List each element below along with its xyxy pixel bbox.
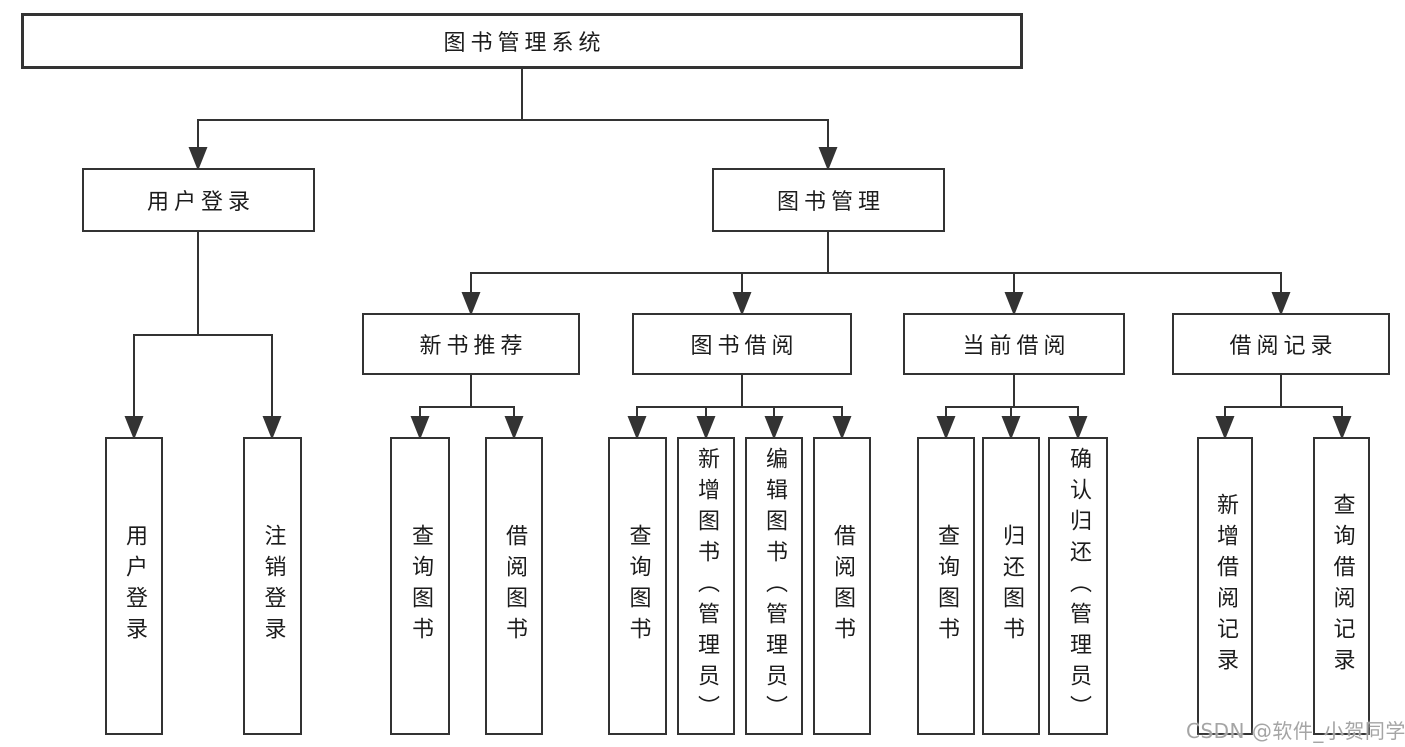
watermark: CSDN @软件_小贺同学 [1186, 719, 1405, 743]
node-book-management: 图书管理 [712, 168, 945, 232]
leaf-logout-label: 注销登录 [260, 524, 286, 648]
leaf-user-login: 用户登录 [105, 437, 163, 735]
leaf-borrow-query-book-label: 查询图书 [625, 524, 651, 648]
leaf-borrow-add-book-admin-label: 新增图书（管理员） [694, 446, 719, 726]
node-book-borrow-label: 图书借阅 [690, 334, 799, 359]
leaf-current-return-book-label: 归还图书 [999, 524, 1024, 648]
leaf-current-confirm-return-admin: 确认归还（管理员） [1048, 437, 1108, 735]
node-borrow-record: 借阅记录 [1172, 313, 1390, 375]
node-user-login-label: 用户登录 [146, 190, 255, 215]
leaf-record-query-label: 查询借阅记录 [1329, 493, 1355, 679]
node-new-book-recommend: 新书推荐 [362, 313, 580, 375]
node-borrow-record-label: 借阅记录 [1229, 334, 1338, 359]
node-root: 图书管理系统 [21, 13, 1023, 69]
leaf-borrow-borrow-book: 借阅图书 [813, 437, 871, 735]
leaf-recommend-query-book: 查询图书 [390, 437, 450, 735]
node-user-login: 用户登录 [82, 168, 315, 232]
leaf-record-add: 新增借阅记录 [1197, 437, 1253, 735]
leaf-recommend-borrow-book-label: 借阅图书 [502, 524, 527, 648]
leaf-borrow-edit-book-admin-label: 编辑图书（管理员） [762, 446, 787, 726]
node-new-book-recommend-label: 新书推荐 [419, 334, 528, 359]
leaf-recommend-query-book-label: 查询图书 [408, 524, 433, 648]
leaf-borrow-add-book-admin: 新增图书（管理员） [677, 437, 735, 735]
node-current-borrow-label: 当前借阅 [962, 334, 1071, 359]
leaf-current-confirm-return-admin-label: 确认归还（管理员） [1066, 446, 1091, 726]
leaf-current-query-book: 查询图书 [917, 437, 975, 735]
leaf-recommend-borrow-book: 借阅图书 [485, 437, 543, 735]
leaf-current-return-book: 归还图书 [982, 437, 1040, 735]
leaf-record-add-label: 新增借阅记录 [1213, 493, 1238, 679]
node-book-management-label: 图书管理 [776, 190, 885, 215]
node-book-borrow: 图书借阅 [632, 313, 852, 375]
leaf-user-login-label: 用户登录 [122, 524, 147, 648]
node-root-label: 图书管理系统 [443, 31, 606, 56]
leaf-borrow-borrow-book-label: 借阅图书 [830, 524, 855, 648]
leaf-logout: 注销登录 [243, 437, 302, 735]
leaf-record-query: 查询借阅记录 [1313, 437, 1370, 735]
leaf-borrow-edit-book-admin: 编辑图书（管理员） [745, 437, 803, 735]
leaf-borrow-query-book: 查询图书 [608, 437, 667, 735]
node-current-borrow: 当前借阅 [903, 313, 1125, 375]
leaf-current-query-book-label: 查询图书 [934, 524, 959, 648]
